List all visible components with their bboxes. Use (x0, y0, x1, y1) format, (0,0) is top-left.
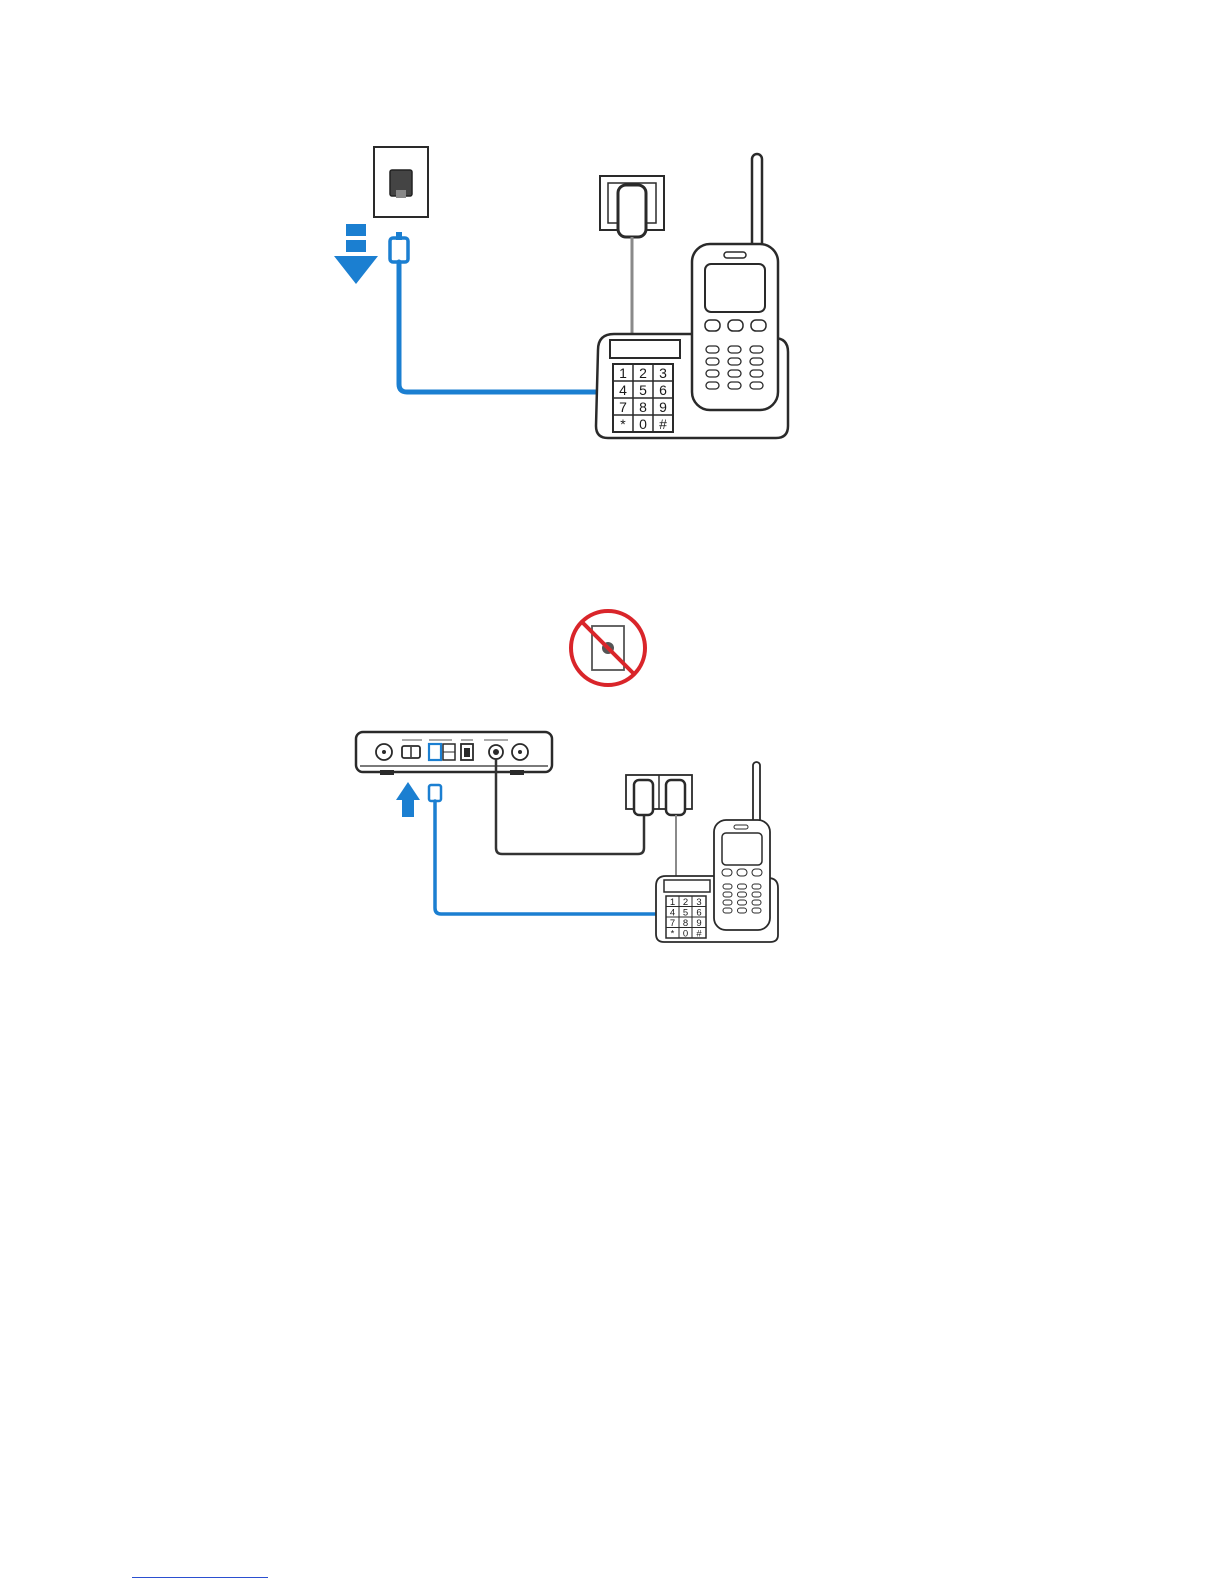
keypad-key: 5 (683, 908, 688, 919)
keypad-key: 9 (696, 918, 701, 929)
phone-cable-blue (435, 801, 656, 914)
keypad-key: 7 (619, 399, 627, 415)
keypad-key: 1 (619, 365, 627, 381)
keypad-key: 1 (670, 897, 675, 908)
keypad-key: 2 (639, 365, 647, 381)
keypad-key: 7 (670, 918, 675, 929)
phone-port-icon (429, 744, 441, 760)
no-wall-jack-icon (571, 611, 645, 685)
keypad-key: 3 (659, 365, 667, 381)
keypad-key: 4 (619, 382, 627, 398)
keypad-key: 4 (670, 908, 675, 919)
phone-cable-plug-icon (390, 232, 408, 262)
phone-cable-plug-icon (429, 785, 441, 801)
keypad-key: 5 (639, 382, 647, 398)
keypad-key: 6 (696, 908, 701, 919)
power-outlet-icon (600, 176, 664, 237)
keypad-key: * (620, 416, 626, 432)
keypad-key: # (696, 929, 702, 940)
keypad-key: 9 (659, 399, 667, 415)
power-outlet-icon (626, 775, 692, 815)
up-arrow-icon (396, 782, 420, 817)
down-arrow-icon (334, 224, 378, 284)
top-diagram: 1 2 3 4 5 6 7 8 9 * 0 # (334, 147, 788, 438)
keypad-key: # (659, 416, 667, 432)
phone-cable-blue (399, 262, 600, 392)
phone-wall-jack-icon (374, 147, 428, 217)
keypad-key: 0 (639, 416, 647, 432)
modem-box-icon (356, 732, 552, 775)
keypad-key: 8 (683, 918, 688, 929)
keypad-key: 6 (659, 382, 667, 398)
keypad-key: 2 (683, 897, 688, 908)
keypad-key: * (671, 929, 675, 940)
keypad-key: 0 (683, 929, 688, 940)
keypad-key: 3 (696, 897, 701, 908)
bottom-diagram: 1 2 3 4 5 6 7 8 9 * 0 # (356, 732, 778, 942)
keypad-key: 8 (639, 399, 647, 415)
footnote-rule (132, 1577, 268, 1578)
